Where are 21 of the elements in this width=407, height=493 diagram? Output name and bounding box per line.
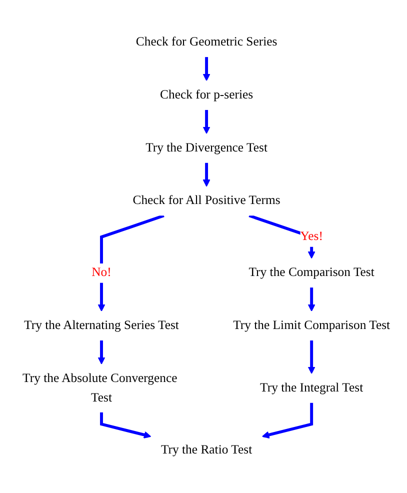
node-text: Try the Integral Test bbox=[260, 381, 364, 395]
node-text: Check for All Positive Terms bbox=[132, 194, 280, 208]
arrow bbox=[202, 57, 210, 82]
node-text: Try the Comparison Test bbox=[248, 266, 374, 280]
node-text: Try the Alternating Series Test bbox=[24, 318, 179, 332]
arrow bbox=[308, 288, 316, 312]
node-text: Try the Limit Comparison Test bbox=[233, 318, 390, 332]
arrow bbox=[202, 162, 210, 187]
arrow bbox=[262, 402, 314, 438]
edge-label: No! bbox=[92, 266, 112, 280]
arrow bbox=[308, 340, 316, 374]
arrow bbox=[98, 214, 164, 312]
arrow bbox=[100, 412, 152, 438]
arrow bbox=[98, 340, 106, 364]
node-text: Check for Geometric Series bbox=[136, 35, 278, 49]
node-text: Try the Absolute Convergence Test bbox=[22, 372, 178, 404]
node-text: Try the Divergence Test bbox=[146, 141, 268, 155]
edge-label: Yes! bbox=[300, 230, 323, 244]
node-text: Try the Ratio Test bbox=[160, 444, 252, 458]
node-text: Check for p-series bbox=[160, 88, 254, 102]
arrow bbox=[202, 110, 210, 134]
